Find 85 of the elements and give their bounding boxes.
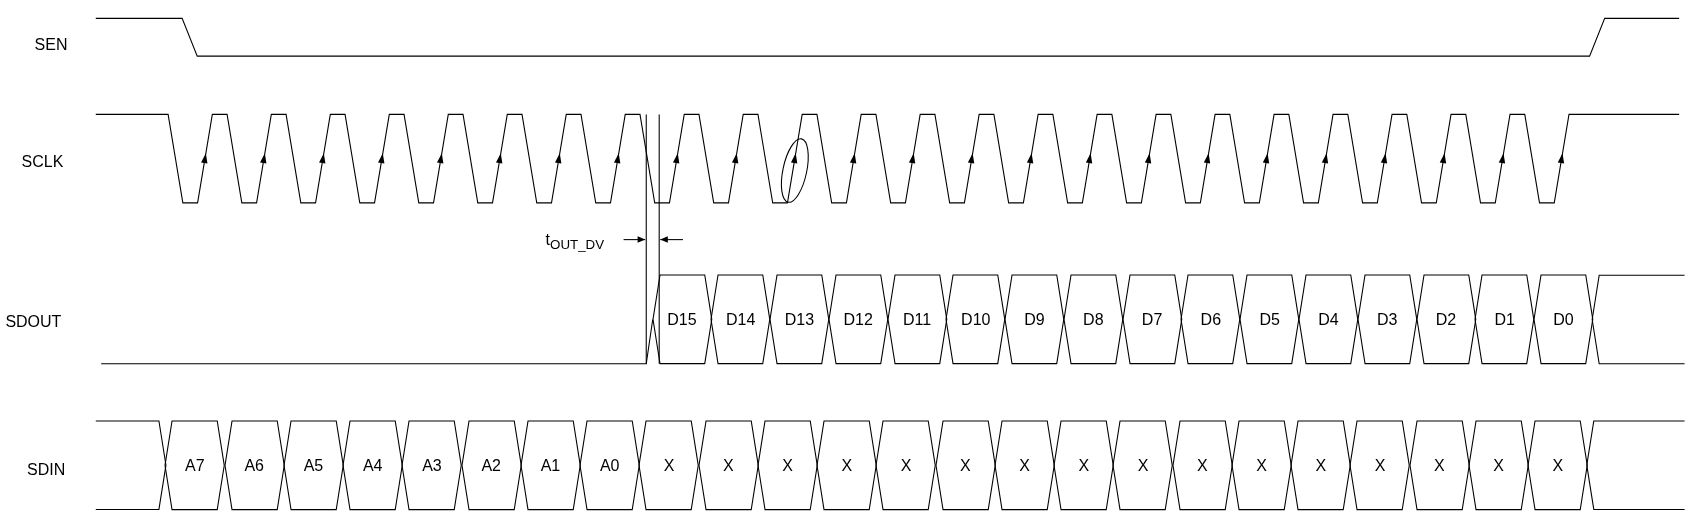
bus-value-cell — [711, 275, 771, 365]
bus-value-cell — [639, 421, 699, 510]
bus-value-cell — [1231, 421, 1292, 510]
bus-value: A7 — [185, 456, 205, 475]
bus-value-cell — [1054, 421, 1114, 510]
bus-value-cell — [1113, 421, 1173, 510]
bus-value: X — [1374, 456, 1386, 475]
signal-name: SDIN — [27, 459, 66, 480]
bus-value: X — [1552, 456, 1564, 475]
bus-value: X — [1493, 456, 1504, 475]
bus-value: X — [900, 456, 912, 475]
bus-value-cell — [887, 275, 947, 365]
bus-value-cell — [1416, 275, 1476, 365]
bus-value-cell — [1409, 421, 1469, 510]
bus-value-cell — [461, 421, 521, 510]
bus-value: X — [841, 456, 853, 475]
bus-value: D14 — [726, 310, 756, 329]
bus-value-cell — [828, 275, 888, 365]
bus-value-cell — [580, 421, 640, 510]
bus-value: D12 — [843, 310, 873, 329]
bus-value-cell — [935, 421, 995, 510]
bus-value-cell — [1172, 421, 1232, 510]
bus-value: A6 — [244, 456, 264, 475]
bus-value: X — [1196, 456, 1208, 475]
bus-value: D5 — [1259, 310, 1280, 329]
bus-value: A1 — [540, 456, 561, 475]
bus-value: A2 — [481, 456, 501, 475]
bus-value: X — [1434, 456, 1445, 475]
timing-parameter: t$_{OUT_DV}$ — [545, 229, 605, 254]
bus-value: X — [1137, 456, 1149, 475]
bus-value-cell — [876, 421, 936, 510]
bus-value-cell — [1350, 421, 1410, 510]
bus-value-cell — [946, 275, 1006, 365]
bus-value: X — [722, 456, 734, 475]
bus-value: D2 — [1435, 310, 1457, 329]
bus-value: A0 — [599, 456, 620, 475]
signal-name: SCLK — [21, 152, 64, 173]
bus-value-cell — [1534, 275, 1593, 365]
bus-value: D0 — [1553, 310, 1574, 329]
bus-value: X — [1078, 456, 1090, 475]
bus-value-cell — [165, 421, 225, 510]
bus-value-cell — [283, 421, 344, 510]
bus-value-cell — [343, 421, 403, 510]
bus-value: D13 — [784, 310, 815, 329]
bus-value-cell — [1291, 421, 1351, 510]
bus-value: A3 — [422, 456, 442, 475]
bus-value-cell — [1005, 275, 1064, 365]
bus-value: A4 — [362, 456, 383, 475]
bus-value: D7 — [1141, 310, 1163, 329]
signal-name: SDOUT — [5, 311, 62, 332]
bus-value-cell — [1240, 275, 1299, 365]
bus-value: X — [959, 456, 971, 475]
bus-value: X — [663, 456, 675, 475]
bus-value-cell — [1122, 275, 1182, 365]
bus-value: D3 — [1376, 310, 1398, 329]
bus-value-cell — [1181, 275, 1241, 365]
bus-value-cell — [698, 421, 758, 510]
bus-value-cell — [1528, 421, 1588, 510]
bus-value-cell — [1357, 275, 1417, 365]
bus-value-cell — [520, 421, 581, 510]
bus-value: D15 — [667, 310, 697, 329]
bus-value: D10 — [961, 310, 991, 329]
bus-value: D4 — [1318, 310, 1339, 329]
bus-value: D9 — [1024, 310, 1045, 329]
bus-value-cell — [994, 421, 1055, 510]
signal-name: SEN — [34, 35, 68, 56]
bus-value-cell — [1063, 275, 1123, 365]
bus-value: D1 — [1494, 310, 1515, 329]
bus-value-cell — [402, 421, 462, 510]
bus-value-cell — [817, 421, 877, 510]
bus-value-cell — [224, 421, 284, 510]
bus-value-cell — [652, 275, 712, 365]
bus-value: D6 — [1200, 310, 1222, 329]
bus-value-cell — [757, 421, 818, 510]
bus-value-cell — [1299, 275, 1358, 365]
bus-value: X — [1315, 456, 1327, 475]
bus-value: X — [782, 456, 793, 475]
bus-value: A5 — [303, 456, 324, 475]
bus-value-cell — [1475, 275, 1535, 365]
bus-value-cell — [770, 275, 829, 365]
bus-value: X — [1019, 456, 1030, 475]
bus-value: D11 — [902, 310, 932, 329]
bus-value: X — [1256, 456, 1267, 475]
bus-value-cell — [1468, 421, 1529, 510]
bus-value: D8 — [1083, 310, 1104, 329]
